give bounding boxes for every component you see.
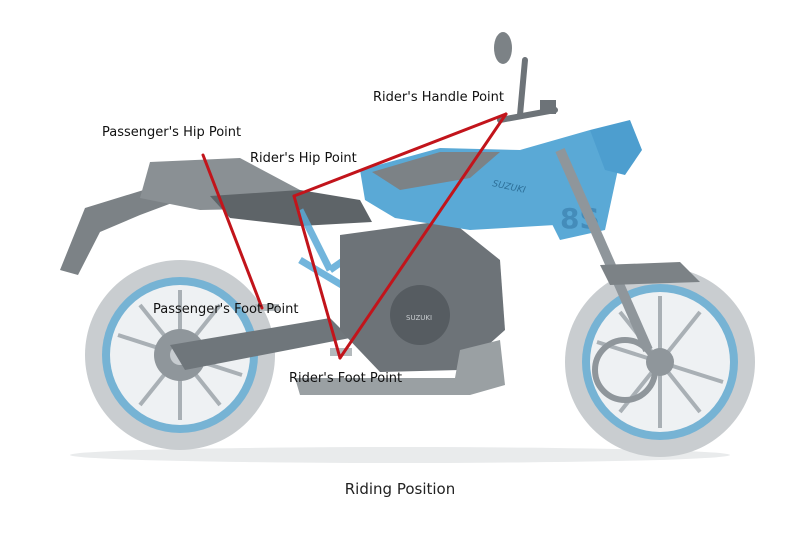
rear-fender [60, 188, 180, 275]
passenger-footpeg [255, 304, 279, 311]
tank-top [372, 152, 500, 190]
mirror [494, 32, 512, 64]
rider-footpeg [330, 348, 352, 356]
label-passengers-hip-point: Passenger's Hip Point [102, 125, 242, 140]
label-riders-hip-point: Rider's Hip Point [250, 151, 357, 166]
front-fender [600, 262, 700, 285]
exhaust [295, 340, 505, 395]
headlight [590, 120, 642, 175]
front-fork [555, 147, 653, 353]
label-riders-foot-point: Rider's Foot Point [289, 371, 403, 386]
label-riders-handle-point: Rider's Handle Point [373, 90, 504, 105]
clutch-reservoir [540, 100, 556, 114]
rider-handle-to-foot-line [338, 112, 508, 360]
front-wheel [565, 267, 755, 457]
seat [210, 190, 372, 226]
label-passengers-foot-point: Passenger's Foot Point [153, 302, 299, 317]
swingarm [170, 318, 350, 370]
engine-cover [390, 285, 450, 345]
rider-hip-to-handle-line [292, 112, 508, 198]
riding-position-lines [201, 112, 508, 360]
engine-logo: SUZUKI [406, 314, 432, 322]
rider-hip-to-foot-line [292, 194, 342, 360]
diagram-caption: Riding Position [344, 480, 456, 498]
ground-shadow [70, 447, 730, 463]
passenger-hip-to-foot-line [201, 153, 264, 310]
